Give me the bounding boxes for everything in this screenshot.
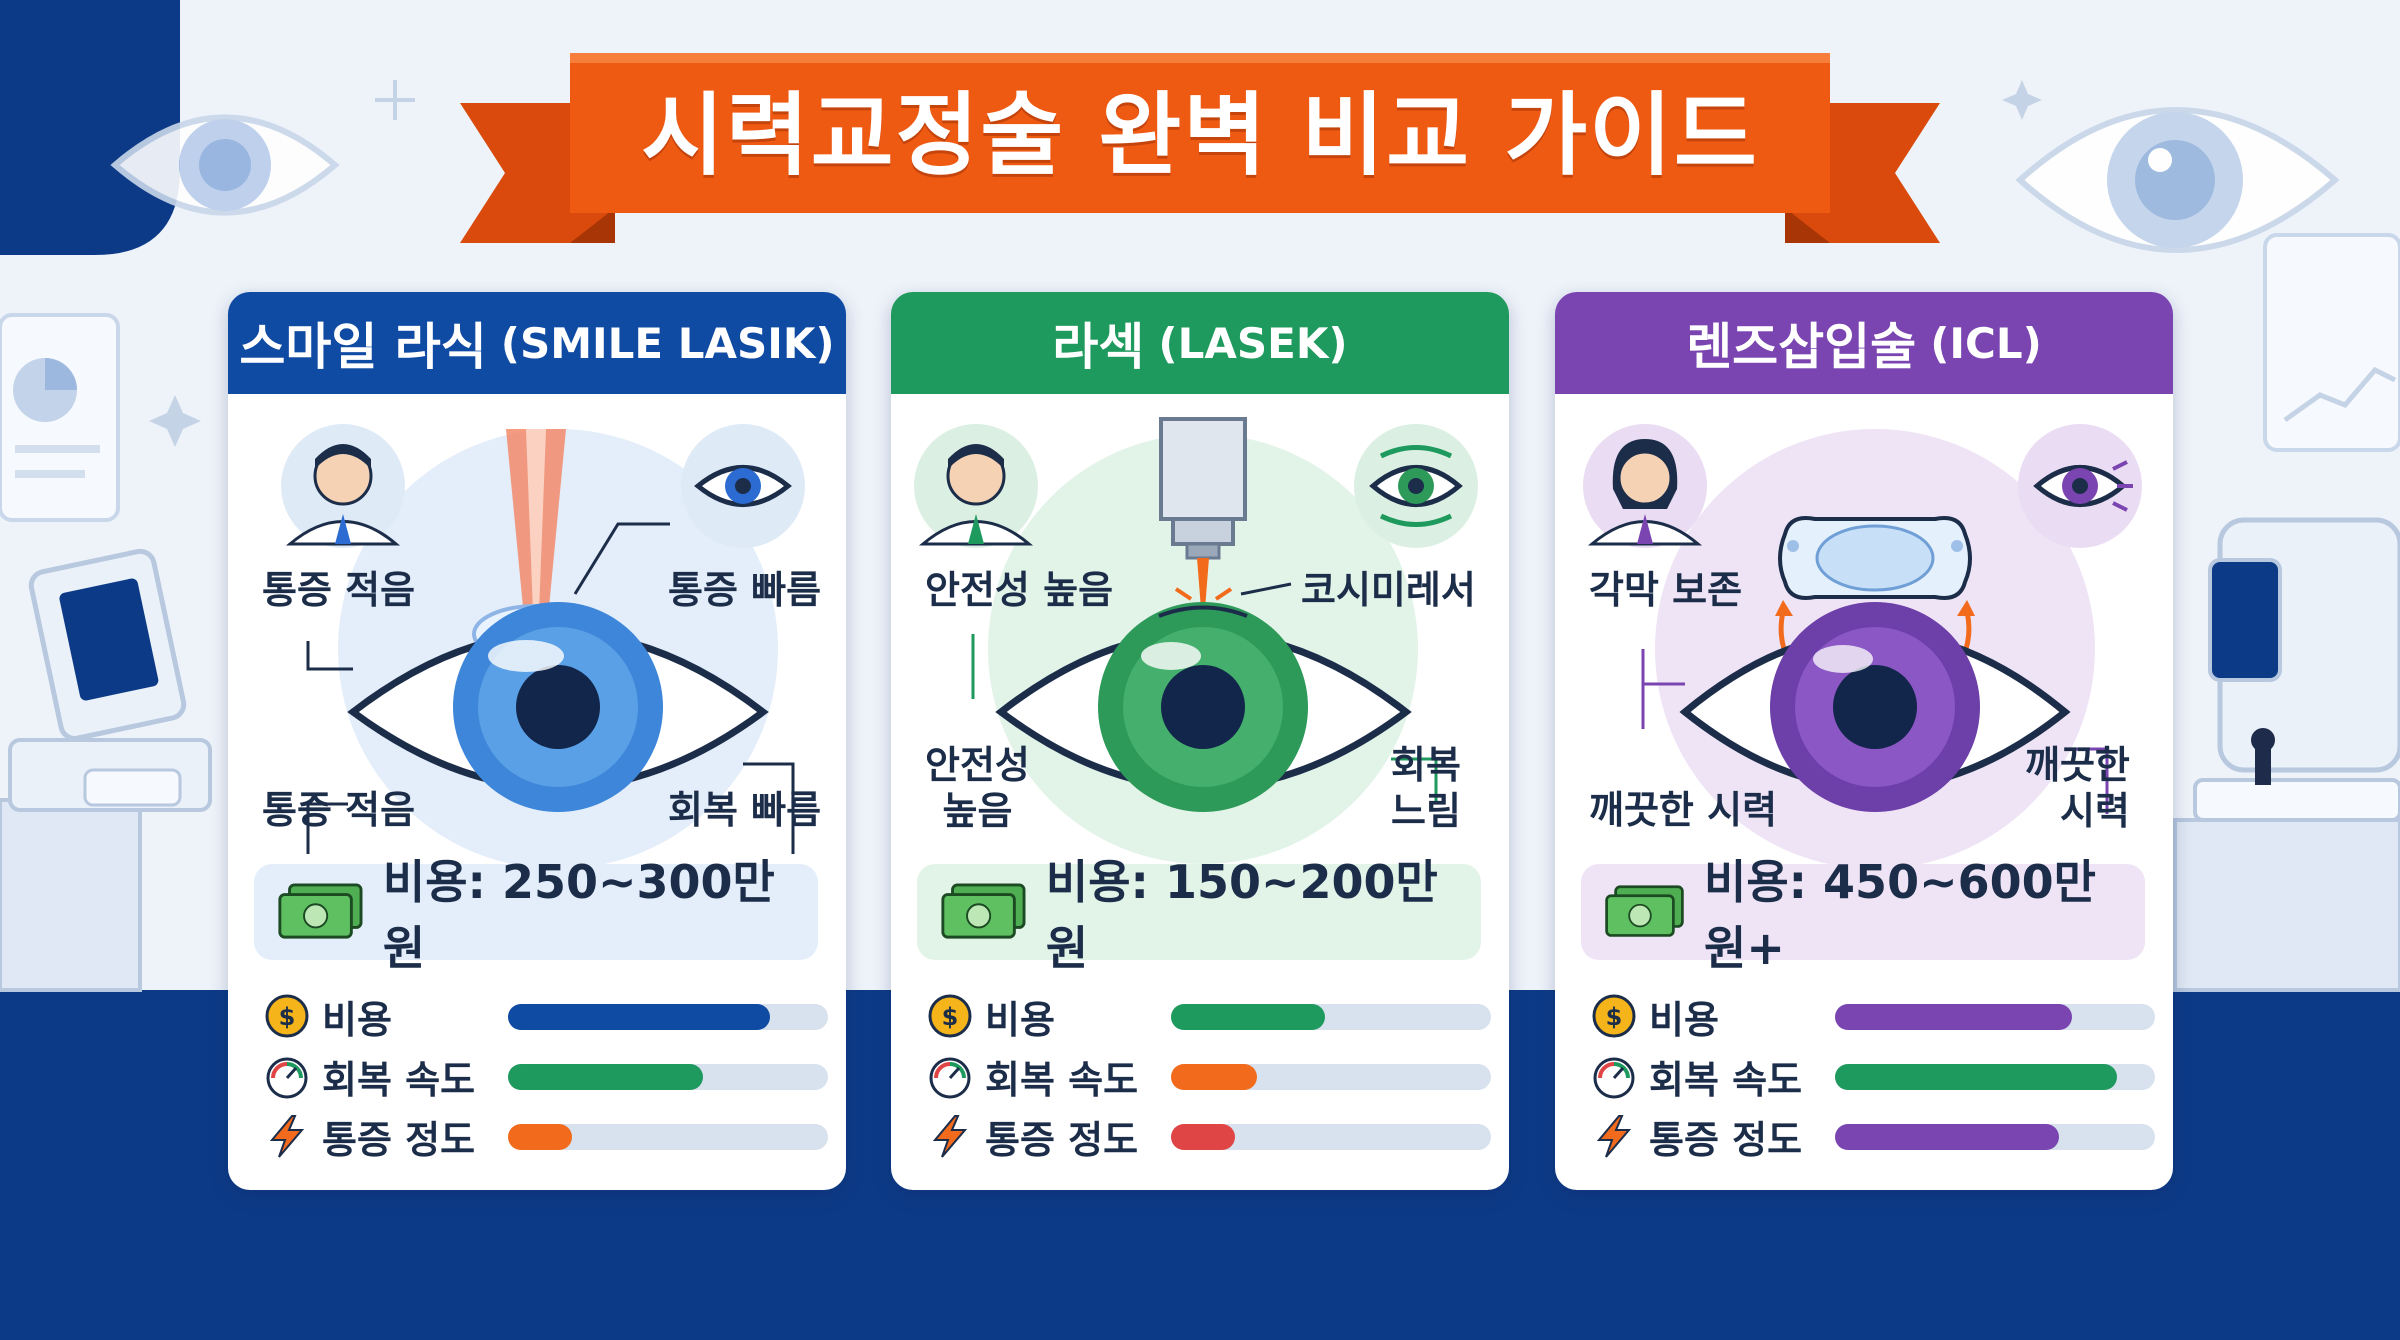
svg-text:$: $ [279,1003,296,1031]
smile-eye-illustration [281,424,805,869]
metric-cost: $ 비용 [264,992,828,1042]
metric-pain: 통증 정도 [927,1112,1491,1162]
metric-label: 비용 [1649,997,1719,1042]
lasek-eye-illustration [914,417,1478,864]
metric-label: 회복 속도 [322,1057,476,1102]
coin-icon: $ [265,994,309,1038]
label-bottom-right: 회복 느림 [1391,743,1461,833]
metric-cost: $ 비용 [927,992,1491,1042]
money-icon [1605,885,1684,937]
card-smile-lasik: 스마일 라식 (SMILE LASIK) [228,292,846,1190]
cost-text: 비용: 250~300만 원 [382,855,775,975]
metric-pain: 통증 정도 [264,1112,828,1162]
eye-badge-icon [2018,424,2142,548]
label-bottom-right: 깨끗한 시력 [2025,743,2130,833]
lightning-icon [932,1115,968,1158]
label-top-left: 각막 보존 [1589,568,1743,612]
gauge-icon [929,1057,971,1099]
label-top-left: 안전성 높음 [925,568,1114,612]
doctor-male-icon [281,424,405,548]
card-icl: 렌즈삽입술 (ICL) [1555,292,2173,1190]
gauge-icon [1593,1057,1635,1099]
svg-text:$: $ [942,1003,959,1031]
doctor-male-icon [914,424,1038,548]
cost-box: 비용: 150~200만 원 [917,855,1481,975]
doctor-female-icon [1583,424,1707,548]
label-top-left: 통증 적음 [262,568,416,612]
metric-fill [1835,1004,2072,1030]
card-title: 스마일 라식 [239,318,487,376]
card-title-en: (ICL) [1930,318,2042,368]
icl-eye-illustration [1583,424,2142,869]
card-header-icl: 렌즈삽입술 (ICL) [1555,292,2173,394]
bg-eye-left-icon [110,114,340,216]
metric-fill [1835,1124,2059,1150]
card-header-lasek: 라섹 (LASEK) [891,292,1509,394]
metric-label: 회복 속도 [1649,1057,1803,1102]
metric-cost: $ 비용 [1591,992,2155,1042]
metric-track [508,1064,828,1090]
metric-track [1835,1124,2155,1150]
card-title: 라섹 [1052,318,1145,376]
bg-eye-right-icon [2015,107,2340,253]
label-bottom-right: 회복 빠름 [668,788,822,832]
eye-badge-icon [681,424,805,548]
metric-fill [1171,1064,1258,1090]
cost-box: 비용: 250~300만 원 [254,855,818,975]
cost-text: 비용: 450~600만 원+ [1704,855,2096,975]
left-eye-machine-icon [0,548,212,992]
label-bottom-left: 통증 적음 [262,788,416,832]
right-eye-machine-icon [2173,517,2400,992]
metric-fill [1171,1004,1325,1030]
metric-track [508,1124,828,1150]
cost-box: 비용: 450~600만 원+ [1581,855,2145,975]
metric-label: 비용 [322,997,392,1042]
svg-text:$: $ [1606,1003,1623,1031]
metric-recovery: 회복 속도 [1591,1052,2155,1102]
label-bottom-left: 깨끗한 시력 [1589,788,1778,832]
metric-fill [1835,1064,2117,1090]
label-top-right: 통증 빠름 [668,568,822,612]
money-icon [278,883,363,939]
coin-icon: $ [1592,994,1636,1038]
metric-track [508,1004,828,1030]
metric-track [1171,1004,1491,1030]
gauge-icon [266,1057,308,1099]
card-title-en: (SMILE LASIK) [500,318,835,368]
metric-recovery: 회복 속도 [927,1052,1491,1102]
metric-label: 통증 정도 [322,1117,476,1162]
metric-label: 비용 [985,997,1055,1042]
metric-recovery: 회복 속도 [264,1052,828,1102]
metric-track [1171,1124,1491,1150]
card-title: 렌즈삽입술 [1686,318,1917,376]
metric-fill [508,1124,572,1150]
metric-track [1835,1004,2155,1030]
metric-label: 회복 속도 [985,1057,1139,1102]
money-icon [941,883,1026,939]
metric-fill [508,1064,704,1090]
label-bottom-left: 안전성 높음 [925,743,1030,833]
title-banner [460,53,1940,243]
metric-track [1171,1064,1491,1090]
metric-label: 통증 정도 [985,1117,1139,1162]
card-header-smile: 스마일 라식 (SMILE LASIK) [228,292,846,394]
page-title: 시력교정술 완벽 비교 가이드 [641,83,1759,188]
lightning-icon [1596,1115,1632,1158]
coin-icon: $ [928,994,972,1038]
cost-text: 비용: 150~200만 원 [1045,855,1438,975]
metric-fill [1171,1124,1235,1150]
metric-track [1835,1064,2155,1090]
card-title-en: (LASEK) [1158,318,1348,368]
card-lasek: 라섹 (LASEK) [891,292,1509,1190]
metric-label: 통증 정도 [1649,1117,1803,1162]
metric-pain: 통증 정도 [1591,1112,2155,1162]
metric-fill [508,1004,771,1030]
eye-badge-icon [1354,424,1478,548]
label-top-right: 코시미레서 [1301,568,1476,612]
lightning-icon [269,1115,305,1158]
